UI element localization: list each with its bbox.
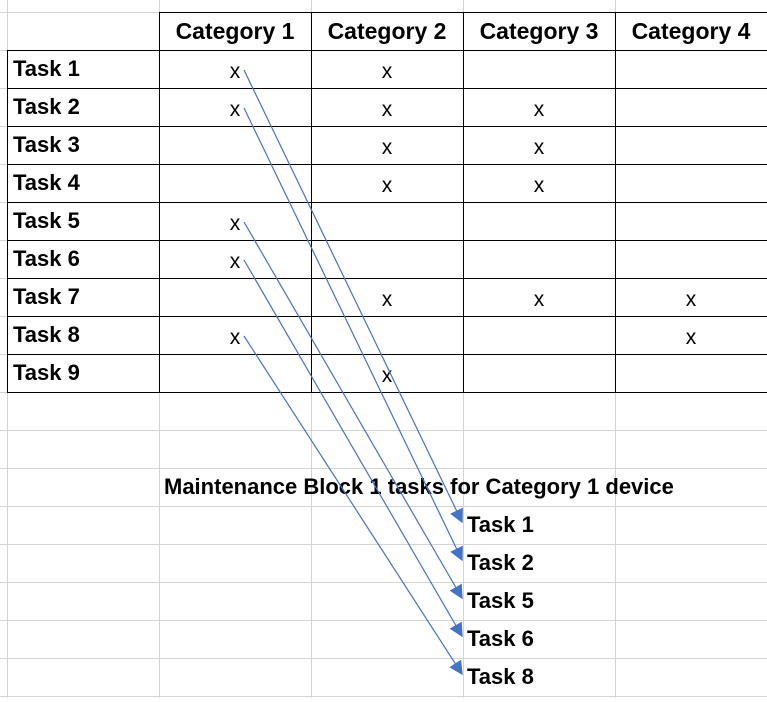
row-task-label: Task 7: [13, 284, 80, 309]
assignment-mark: x: [229, 60, 241, 83]
assignment-mark: [159, 167, 311, 205]
row-task-label: Task 8: [13, 322, 80, 347]
column-header-category-3: Category 3: [479, 17, 599, 44]
assignment-mark: [159, 129, 311, 167]
maintenance-block-task: Task 2: [467, 550, 534, 575]
row-task-label: Task 5: [13, 208, 80, 233]
column-header-category-4: Category 4: [631, 17, 751, 44]
assignment-mark: x: [533, 288, 545, 311]
assignment-mark: [615, 53, 767, 91]
row-task-label: Task 9: [13, 360, 80, 385]
assignment-mark: [463, 319, 615, 357]
row-task-label: Task 4: [13, 170, 80, 195]
assignment-mark: x: [229, 98, 241, 121]
assignment-mark: x: [381, 98, 393, 121]
assignment-mark: x: [381, 364, 393, 387]
assignment-mark: [463, 205, 615, 243]
row-task-label: Task 2: [13, 94, 80, 119]
assignment-mark: [615, 205, 767, 243]
row-task-label: Task 3: [13, 132, 80, 157]
assignment-mark: x: [533, 174, 545, 197]
column-header-category-2: Category 2: [327, 17, 447, 44]
assignment-mark: [615, 91, 767, 129]
assignment-mark: x: [381, 174, 393, 197]
assignment-mark: [159, 357, 311, 395]
assignment-mark: [311, 243, 463, 281]
assignment-mark: [615, 357, 767, 395]
assignment-mark: x: [229, 212, 241, 235]
assignment-mark: x: [229, 326, 241, 349]
assignment-mark: [615, 243, 767, 281]
assignment-mark: x: [533, 98, 545, 121]
assignment-mark: [463, 357, 615, 395]
maintenance-block-task: Task 5: [467, 588, 534, 613]
assignment-mark: [463, 53, 615, 91]
maintenance-block-task: Task 8: [467, 664, 534, 689]
row-task-label: Task 1: [13, 56, 80, 81]
column-header-category-1: Category 1: [175, 17, 295, 44]
maintenance-block-title: Maintenance Block 1 tasks for Category 1…: [164, 474, 674, 499]
assignment-mark: x: [381, 288, 393, 311]
assignment-mark: [311, 205, 463, 243]
assignment-mark: x: [381, 136, 393, 159]
row-task-label: Task 6: [13, 246, 80, 271]
assignment-mark: x: [533, 136, 545, 159]
assignment-mark: [159, 281, 311, 319]
assignment-mark: x: [685, 326, 697, 349]
assignment-mark: [463, 243, 615, 281]
maintenance-block-task: Task 6: [467, 626, 534, 651]
assignment-mark: x: [685, 288, 697, 311]
assignment-mark: x: [229, 250, 241, 273]
assignment-mark: [615, 167, 767, 205]
assignment-mark: x: [381, 60, 393, 83]
assignment-mark: [311, 319, 463, 357]
maintenance-block-task: Task 1: [467, 512, 534, 537]
assignment-mark: [615, 129, 767, 167]
